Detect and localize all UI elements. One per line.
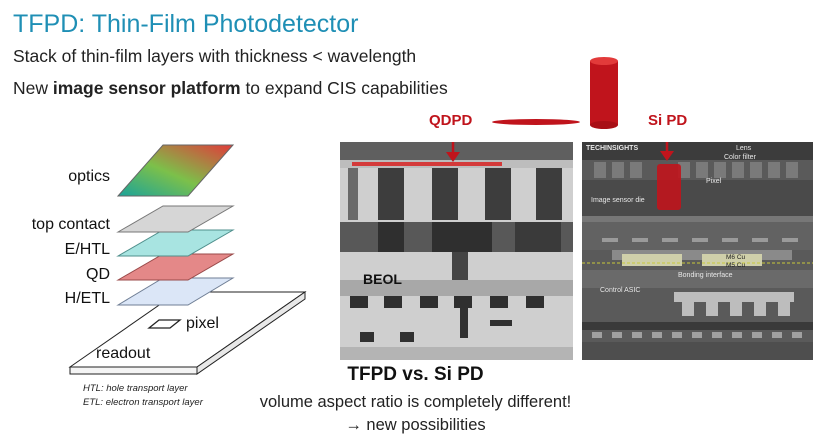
subtitle-line-2-bold: image sensor platform xyxy=(52,78,241,98)
page-title: TFPD: Thin-Film Photodetector xyxy=(13,10,359,38)
silicon-pd-volume xyxy=(657,164,681,210)
label-hetl: H/ETL xyxy=(64,290,110,307)
sem-image-sensor-die: Image sensor die xyxy=(591,197,645,204)
bottom-line-1: volume aspect ratio is completely differ… xyxy=(259,393,572,411)
thin-film-disc xyxy=(492,119,580,125)
sem-m5cu: M5 Cu xyxy=(726,262,746,269)
layer-hetl xyxy=(116,277,235,306)
sem-lens: Lens xyxy=(736,145,752,152)
label-qd: QD xyxy=(86,266,110,283)
subtitle-line-1: Stack of thin-film layers with thickness… xyxy=(13,46,417,66)
note-htl: HTL: hole transport layer xyxy=(83,383,188,394)
pixel-pad xyxy=(147,319,182,329)
comparison-title: TFPD vs. Si PD xyxy=(347,364,484,385)
layer-ehtl xyxy=(116,229,235,257)
label-qdpd: QDPD xyxy=(429,112,473,129)
label-sipd: Si PD xyxy=(648,112,688,129)
layer-qd xyxy=(116,253,235,281)
sem-bonding-interface: Bonding interface xyxy=(678,272,733,279)
label-optics: optics xyxy=(68,168,110,185)
readout-slab xyxy=(68,291,307,375)
silicon-cylinder xyxy=(590,57,618,129)
label-pixel: pixel xyxy=(186,315,219,332)
sipd-cross-section-image xyxy=(582,142,813,360)
sem-brand: TECHINSIGHTS xyxy=(586,145,639,152)
right-arrow-icon: → xyxy=(345,416,362,434)
subtitle-line-2-post: to expand CIS capabilities xyxy=(240,78,448,98)
layer-top-contact xyxy=(116,205,235,233)
sem-pixel: Pixel xyxy=(706,178,722,185)
sem-color-filter: Color filter xyxy=(724,154,756,161)
subtitle-line-2: New image sensor platform to expand CIS … xyxy=(13,78,448,99)
label-readout: readout xyxy=(96,345,151,362)
subtitle-line-2-pre: New xyxy=(13,78,53,98)
volume-indicators xyxy=(492,57,618,129)
note-etl: ETL: electron transport layer xyxy=(83,397,203,408)
bottom-line-2: → new possibilities xyxy=(0,416,831,435)
label-ehtl: E/HTL xyxy=(64,241,110,258)
sem-m6cu: M6 Cu xyxy=(726,254,746,261)
label-beol: BEOL xyxy=(363,271,402,287)
bottom-line-2-text: new possibilities xyxy=(361,416,486,434)
qdpd-cross-section-image xyxy=(340,142,573,360)
layer-optics xyxy=(116,144,235,197)
label-top-contact: top contact xyxy=(31,216,110,233)
sem-control-asic: Control ASIC xyxy=(600,287,641,294)
